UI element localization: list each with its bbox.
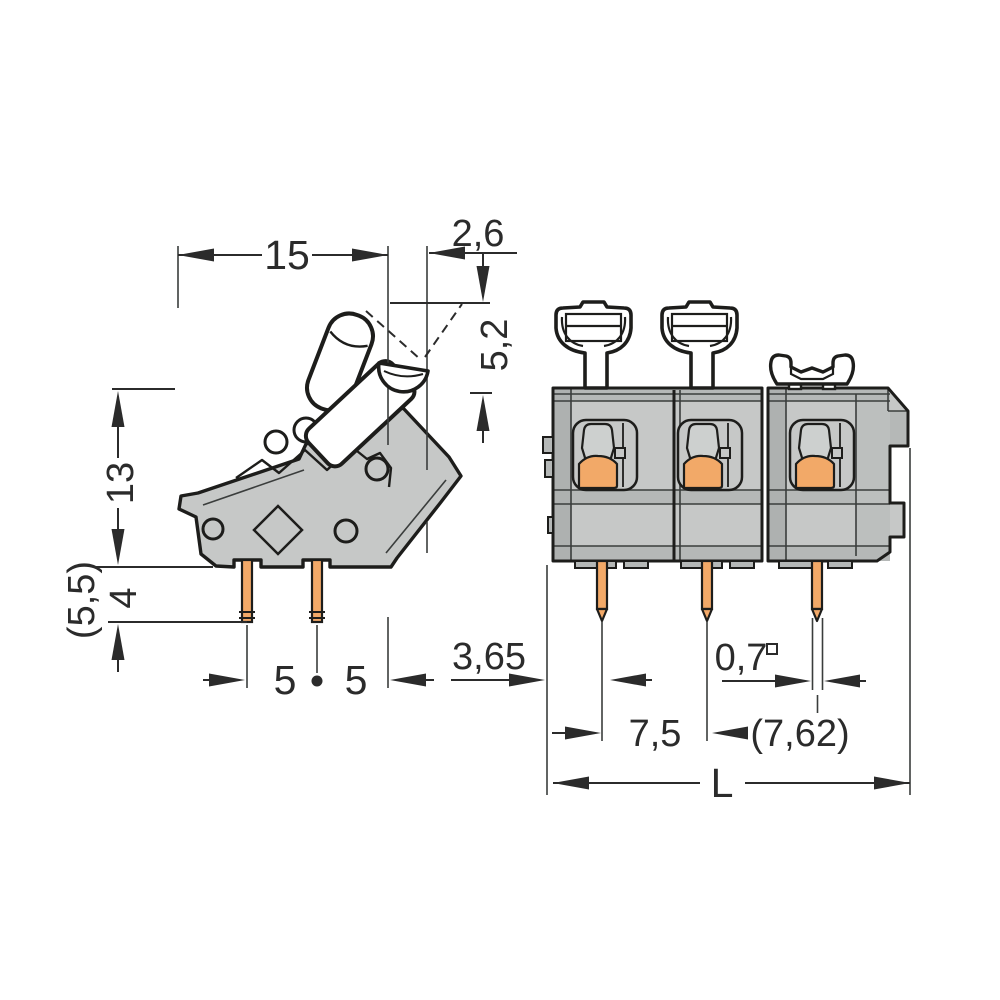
hole-a — [263, 429, 289, 455]
dim-pin-spacing: 5 5 — [203, 657, 434, 703]
front-view: 3,65 0,7 7,5 (7,62) L — [451, 300, 911, 806]
front-pin-3 — [810, 559, 824, 623]
dim-label-0-7: 0,7 — [715, 637, 768, 679]
dim-label-3-65: 3,65 — [452, 636, 526, 678]
dim-label-5a: 5 — [274, 657, 297, 703]
dim-label-15: 15 — [264, 232, 310, 278]
dim-pin-width: 0,7 — [715, 637, 866, 688]
foot — [827, 560, 853, 569]
foot — [574, 560, 617, 569]
inner-edge-line — [202, 469, 305, 506]
dim-edge-to-pin: 3,65 — [451, 636, 652, 687]
motion-dashed-lines — [365, 303, 463, 360]
dim-label-4: 4 — [103, 587, 145, 608]
dim-label-L: L — [711, 760, 734, 806]
front-pin-1 — [595, 559, 609, 623]
front-extension-lines — [546, 448, 911, 795]
side-tab-1 — [542, 436, 554, 454]
dim-total-length: L — [553, 760, 910, 806]
dim-body-width: 15 — [178, 232, 388, 278]
dim-label-7-5: 7,5 — [629, 713, 682, 755]
dim-label-5-5ref: (5,5) — [61, 561, 103, 639]
dim-label-5b: 5 — [345, 657, 368, 703]
dim-lever-overhang: 2,6 — [429, 213, 517, 260]
hole-e — [333, 518, 359, 544]
body-outline-pole3 — [766, 386, 910, 563]
front-pin-2 — [700, 559, 714, 623]
inner-edge-line-right — [385, 479, 447, 554]
diamond-hole — [252, 504, 304, 556]
pin-2 — [310, 558, 324, 624]
cavity-pole-1 — [571, 418, 639, 492]
foot — [623, 560, 649, 569]
dim-label-5-2: 5,2 — [474, 319, 516, 372]
lever-pole-2 — [660, 300, 739, 390]
dim-pitch-alt: (7,62) — [750, 713, 849, 755]
finger-cap-line — [329, 330, 368, 348]
cavity-pole-2 — [676, 418, 744, 492]
extension-lines — [177, 246, 428, 688]
front-pins — [595, 559, 824, 623]
button-pole-3-pressed — [768, 353, 856, 391]
side-body — [177, 389, 463, 569]
lever-pressed-tip — [376, 361, 430, 394]
dim-lever-travel: 5,2 — [390, 253, 516, 443]
dim-pitch: 7,5 — [552, 713, 748, 755]
hole-d — [201, 517, 225, 541]
dim-label-7-62: (7,62) — [750, 713, 849, 755]
foot — [729, 560, 755, 569]
dim-body-height: 13 — [100, 388, 175, 565]
cavity-pole-3 — [788, 418, 856, 492]
side-tab-2 — [544, 459, 554, 478]
side-tab-3 — [547, 516, 554, 534]
lever-pole-1 — [554, 300, 633, 390]
dim-label-2-6: 2,6 — [452, 213, 505, 255]
dim-dot — [311, 675, 323, 687]
dim-label-13: 13 — [100, 462, 142, 504]
lever-released — [305, 311, 375, 413]
square-symbol — [766, 643, 778, 655]
side-view: 15 2,6 5,2 13 — [61, 213, 517, 703]
tip-cap-line — [383, 370, 424, 378]
dim-pin-length: (5,5) 4 — [61, 561, 247, 672]
hole-c — [364, 456, 390, 482]
